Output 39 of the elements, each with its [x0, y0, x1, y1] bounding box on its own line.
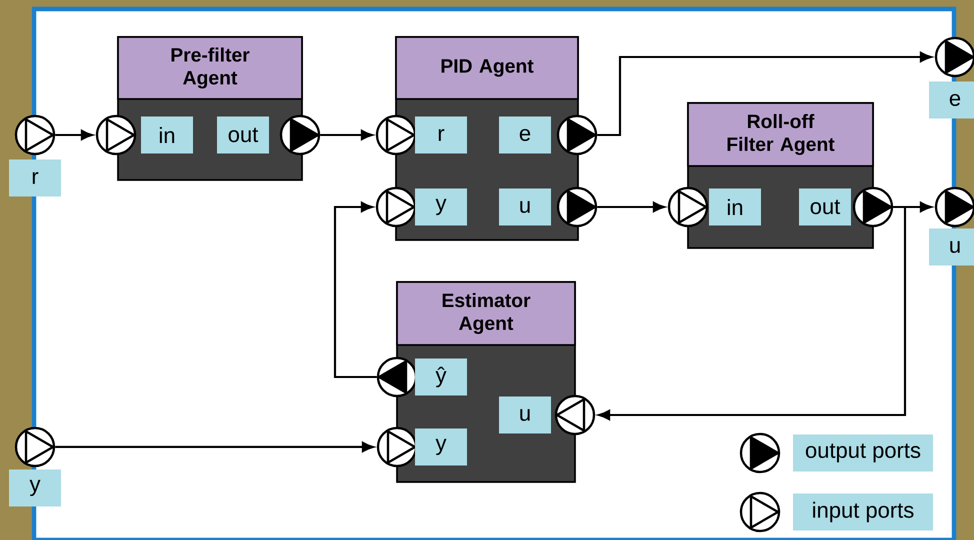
port-symbol: [280, 114, 320, 156]
port-label: y: [415, 188, 467, 226]
port-symbol: [554, 394, 596, 436]
port-label: in: [709, 188, 761, 226]
port-label: out: [799, 188, 851, 226]
port-label: y: [9, 470, 61, 506]
port-label: in: [141, 116, 193, 154]
port-label: ŷ: [415, 358, 467, 396]
legend-label: output ports: [793, 434, 933, 472]
port-symbol: [556, 114, 598, 156]
port-label: u: [929, 228, 974, 266]
arrow: [334, 202, 377, 378]
arrow: [320, 130, 373, 140]
port-label: r: [9, 160, 61, 196]
port-symbol: [376, 426, 418, 468]
port-symbol: [934, 36, 974, 78]
arrow: [598, 206, 906, 420]
port-label: y: [415, 428, 467, 466]
port-label: e: [499, 116, 551, 154]
port-label: u: [499, 188, 551, 226]
port-label: u: [499, 396, 551, 434]
port-label: out: [217, 116, 269, 154]
port-symbol: [376, 186, 416, 228]
port-symbol: [14, 426, 56, 468]
port-label: e: [929, 82, 974, 118]
port-symbol: [934, 186, 974, 228]
port-symbol: [96, 114, 136, 156]
arrow: [55, 130, 93, 140]
port-symbol: [376, 356, 418, 398]
arrow: [597, 202, 665, 212]
port-symbol: [556, 186, 598, 228]
port-symbol: [376, 114, 416, 156]
arrow: [597, 52, 932, 136]
port-symbol: [14, 114, 56, 156]
port-label: r: [415, 116, 467, 154]
port-symbol: [668, 186, 708, 228]
legend-label: input ports: [793, 494, 933, 530]
port-symbol: [852, 186, 894, 228]
arrow: [55, 442, 374, 452]
